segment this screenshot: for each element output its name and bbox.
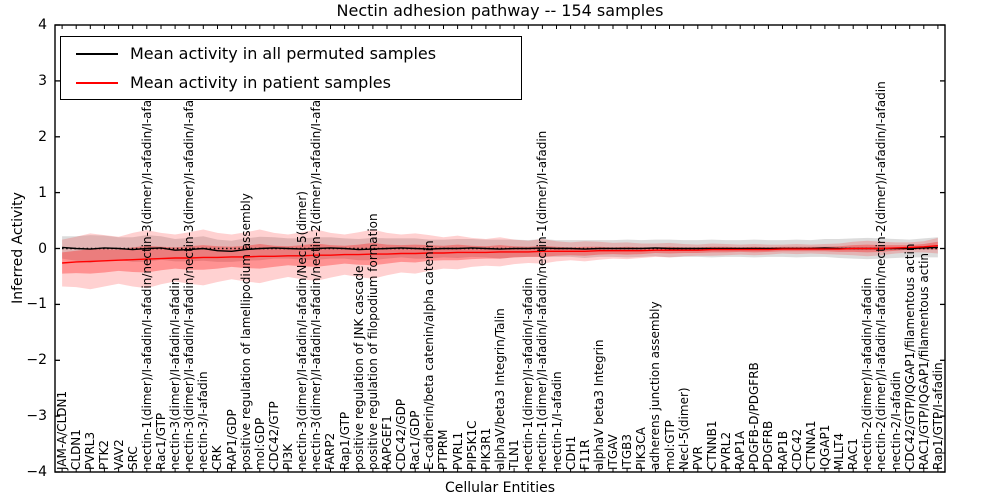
y-tick-label: −1 bbox=[26, 296, 47, 313]
x-category-label: nectin-1(dimer)/I-afadin/I-afadin/nectin… bbox=[139, 81, 154, 470]
y-tick-label: −3 bbox=[26, 408, 47, 425]
x-category-label: nectin-1(dimer)/I-afadin/I-afadin bbox=[521, 277, 536, 470]
x-category-label: PTK2 bbox=[97, 439, 112, 470]
x-category-label: Necl-5(dimer) bbox=[676, 387, 691, 470]
x-category-label: nectin-3(dimer)/I-afadin/I-afadin/nectin… bbox=[309, 81, 324, 470]
x-category-label: PIP5K1C bbox=[464, 420, 479, 470]
y-tick-label: 4 bbox=[38, 17, 47, 33]
x-category-label: positive regulation of filopodium format… bbox=[365, 213, 380, 470]
y-tick-label: 1 bbox=[38, 184, 47, 201]
x-category-label: nectin-3(dimer)/I-afadin/I-afadin/Necl-5… bbox=[295, 191, 310, 470]
legend-label-permuted: Mean activity in all permuted samples bbox=[130, 44, 437, 63]
x-category-label: PDGFRB bbox=[761, 420, 776, 470]
y-tick-label: 2 bbox=[38, 128, 47, 145]
x-category-label: CRK bbox=[210, 445, 225, 470]
x-category-label: Rac1/GTP bbox=[153, 412, 168, 470]
x-category-label: IQGAP1 bbox=[817, 424, 832, 470]
x-category-label: PVRL3 bbox=[83, 431, 98, 470]
patient-samples-outer-band bbox=[62, 229, 938, 290]
x-category-label: RAPGEF1 bbox=[379, 415, 394, 470]
x-category-label: nectin-1(dimer)/I-afadin/I-afadin/nectin… bbox=[535, 130, 550, 470]
x-category-label: PIK3R1 bbox=[478, 427, 493, 470]
patient-mean-line bbox=[62, 245, 938, 264]
x-category-label: nectin-3(dimer)/I-afadin/I-afadin bbox=[168, 277, 183, 470]
x-category-label: nectin-3/I-afadin bbox=[196, 371, 211, 470]
legend-entry-permuted: Mean activity in all permuted samples bbox=[61, 40, 521, 68]
y-tick-label: −2 bbox=[26, 352, 47, 369]
permuted-line-swatch bbox=[76, 52, 118, 55]
x-category-label: CDC42 bbox=[789, 428, 804, 470]
x-axis-label: Cellular Entities bbox=[444, 480, 556, 496]
x-category-label: nectin-2(dimer)/I-afadin/I-afadin bbox=[860, 277, 875, 470]
x-category-label: CTNNB1 bbox=[704, 420, 719, 470]
x-category-label: mol:GDP bbox=[252, 417, 267, 470]
x-category-label: CDC42/GDP bbox=[394, 398, 409, 470]
x-category-label: positive regulation of lamellipodium ass… bbox=[238, 193, 253, 470]
x-category-label: alphaV beta3 Integrin bbox=[591, 339, 606, 470]
x-category-label: ITGAV bbox=[606, 434, 621, 470]
x-category-label: PIK3CA bbox=[634, 427, 649, 470]
x-category-label: RAC1/GTP/IQGAP1/filamentous actin bbox=[916, 252, 931, 470]
x-category-label: nectin-3(dimer)/I-afadin/I-afadin/nectin… bbox=[182, 81, 197, 470]
x-category-label: F11R bbox=[577, 439, 592, 470]
legend-entry-patient: Mean activity in patient samples bbox=[61, 69, 521, 97]
x-category-label: CTNNA1 bbox=[803, 420, 818, 470]
x-category-label: nectin-1/I-afadin bbox=[549, 371, 564, 470]
x-category-label: RAP1B bbox=[775, 430, 790, 470]
x-category-label: positive regulation of JNK cascade bbox=[351, 265, 366, 470]
patient-line-swatch bbox=[76, 81, 118, 84]
x-category-label: MLLT4 bbox=[832, 432, 847, 470]
x-category-label: RAP1/GDP bbox=[224, 409, 239, 470]
x-category-label: RAC1 bbox=[846, 438, 861, 470]
x-category-label: alphaV/beta3 Integrin/Talin bbox=[493, 308, 507, 470]
legend: Mean activity in all permuted samples Me… bbox=[60, 36, 522, 100]
x-category-label: VAV2 bbox=[111, 439, 126, 470]
x-category-label: TLN1 bbox=[507, 439, 522, 470]
x-category-label: E-cadherin/beta catenin/alpha catenin bbox=[422, 240, 437, 470]
x-category-label: nectin-2/I-afadin bbox=[888, 371, 903, 470]
x-category-label: Rap1/GTP bbox=[337, 411, 352, 470]
x-category-label: PI3K bbox=[281, 443, 296, 470]
x-category-label: FARP2 bbox=[323, 432, 338, 470]
x-category-label: PTPRM bbox=[436, 429, 451, 471]
x-category-label: Rac1/GDP bbox=[408, 410, 423, 470]
x-category-label: Rap1/GTP/I-afadin bbox=[930, 362, 945, 470]
x-category-label: nectin-2(dimer)/I-afadin/I-afadin/nectin… bbox=[874, 81, 889, 470]
x-category-label: mol:GTP bbox=[662, 420, 677, 470]
x-category-label: PVR bbox=[690, 446, 705, 470]
y-tick-label: 0 bbox=[38, 240, 47, 257]
y-tick-label: −4 bbox=[26, 464, 47, 480]
x-category-label: SRC bbox=[125, 446, 140, 470]
x-category-label: CDC42/GTP bbox=[266, 401, 281, 470]
x-category-label: CDH1 bbox=[563, 435, 578, 470]
chart-title: Nectin adhesion pathway -- 154 samples bbox=[336, 1, 664, 20]
legend-label-patient: Mean activity in patient samples bbox=[130, 73, 391, 92]
x-category-label: PVRL2 bbox=[719, 431, 734, 470]
x-category-label: PDGFB-D/PDGFRB bbox=[747, 362, 762, 470]
x-category-label: JAM-A/CLDN1 bbox=[55, 390, 70, 470]
x-category-label: RAP1A bbox=[733, 430, 748, 470]
x-category-label: CDC42/GTP/IQGAP1/filamentous actin bbox=[902, 243, 917, 470]
x-category-label: PVRL1 bbox=[450, 431, 465, 470]
x-category-label: CLDN1 bbox=[69, 429, 84, 470]
x-category-label: adherens junction assembly bbox=[648, 301, 663, 470]
y-tick-label: 3 bbox=[38, 72, 47, 89]
x-category-label: ITGB3 bbox=[620, 433, 635, 470]
